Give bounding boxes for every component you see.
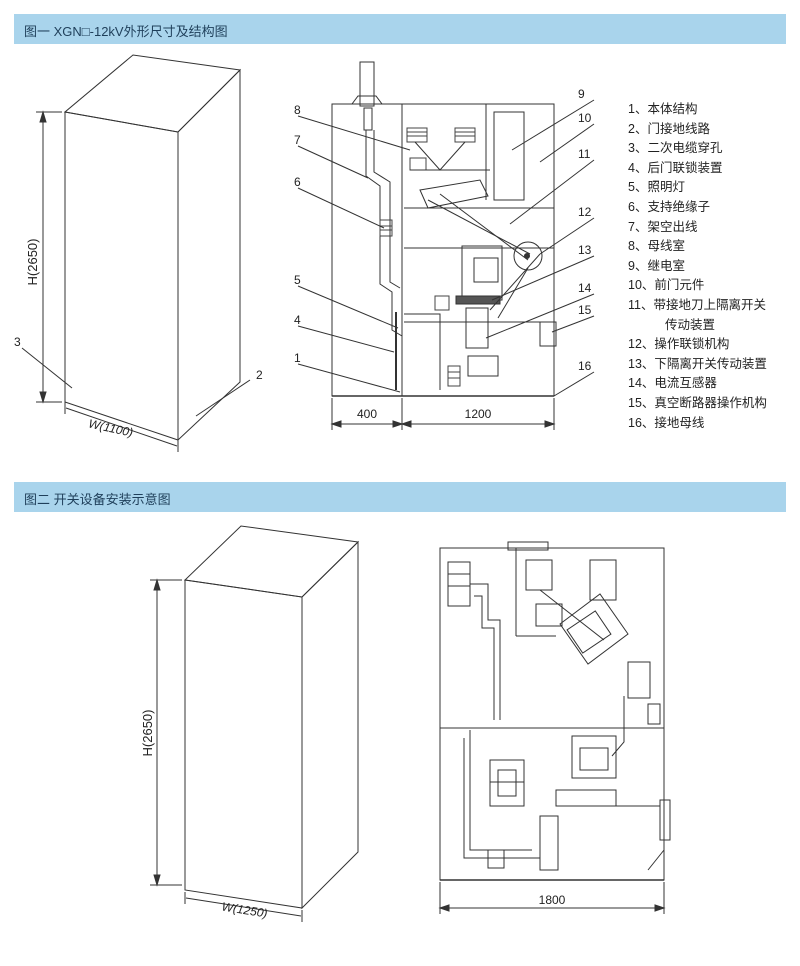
legend-item: 13、下隔离开关传动装置 — [628, 356, 767, 371]
section-title: 图二 开关设备安装示意图 — [24, 492, 171, 507]
fig1-cabinet-box — [63, 54, 242, 442]
callout-4: 4 — [294, 313, 301, 327]
callout-9: 9 — [578, 87, 585, 101]
legend-item: 9、继电室 — [628, 258, 685, 273]
fig2-cabinet-box — [183, 525, 360, 910]
fig2-width-dimension — [184, 892, 303, 922]
legend-item: 6、支持绝缘子 — [628, 199, 710, 214]
legend-item: 8、母线室 — [628, 239, 685, 254]
legend-item: 16、接地母线 — [628, 415, 705, 430]
fig1-height-label: H(2650) — [25, 239, 40, 286]
fig1-dim-400: 400 — [357, 407, 377, 421]
legend-item: 1、本体结构 — [628, 102, 698, 116]
legend-item: 10、前门元件 — [628, 278, 705, 293]
fig1-callout-numbers: 8 7 6 5 4 1 9 10 11 12 13 14 15 16 — [294, 87, 592, 373]
callout-15: 15 — [578, 303, 592, 317]
section-header-fig2: 图二 开关设备安装示意图 — [14, 482, 786, 512]
fig1-outer-callouts — [21, 347, 251, 417]
callout-12: 12 — [578, 205, 592, 219]
callout-2: 2 — [256, 368, 263, 382]
legend-item: 5、照明灯 — [628, 180, 685, 195]
fig1-callout-lines — [297, 99, 595, 397]
callout-8: 8 — [294, 103, 301, 117]
legend-item: 15、真空断路器操作机构 — [628, 395, 767, 410]
fig2-width-label: W(1250) — [221, 900, 269, 921]
legend-item: 传动装置 — [665, 317, 716, 332]
section-header-fig1: 图一 XGN□-12kV外形尺寸及结构图 — [14, 14, 786, 44]
callout-1: 1 — [294, 351, 301, 365]
fig1-width-dimension — [64, 402, 179, 452]
callout-11: 11 — [578, 147, 591, 161]
callout-14: 14 — [578, 281, 592, 295]
legend-item: 2、门接地线路 — [628, 121, 710, 136]
fig1-width-label: W(1100) — [87, 417, 134, 440]
callout-10: 10 — [578, 111, 592, 125]
fig2-bottom-dimension — [438, 882, 666, 914]
fig1-height-dimension — [36, 110, 62, 404]
fig2-dim-1800: 1800 — [539, 893, 566, 907]
callout-6: 6 — [294, 175, 301, 189]
fig1-bottom-dimensions — [330, 398, 556, 430]
fig1-dim-1200: 1200 — [465, 407, 492, 421]
legend-item: 14、电流互感器 — [628, 376, 717, 391]
fig2-height-dimension — [150, 578, 182, 887]
legend-item: 7、架空出线 — [628, 219, 698, 234]
legend-item: 12、操作联锁机构 — [628, 337, 730, 352]
fig1-section-drawing — [331, 61, 557, 397]
fig2-height-label: H(2650) — [140, 710, 155, 757]
callout-7: 7 — [294, 133, 301, 147]
callout-16: 16 — [578, 359, 592, 373]
legend-item: 3、二次电缆穿孔 — [628, 141, 723, 156]
component-legend: 1、本体结构 2、门接地线路 3、二次电缆穿孔 4、后门联锁装置 5、照明灯 6… — [628, 100, 767, 433]
callout-5: 5 — [294, 273, 301, 287]
callout-3: 3 — [14, 335, 21, 349]
legend-item: 11、带接地刀上隔离开关 — [628, 297, 766, 312]
legend-item: 4、后门联锁装置 — [628, 160, 723, 175]
fig2-section-drawing — [439, 541, 671, 881]
section-title: 图一 XGN□-12kV外形尺寸及结构图 — [24, 24, 228, 39]
callout-13: 13 — [578, 243, 592, 257]
